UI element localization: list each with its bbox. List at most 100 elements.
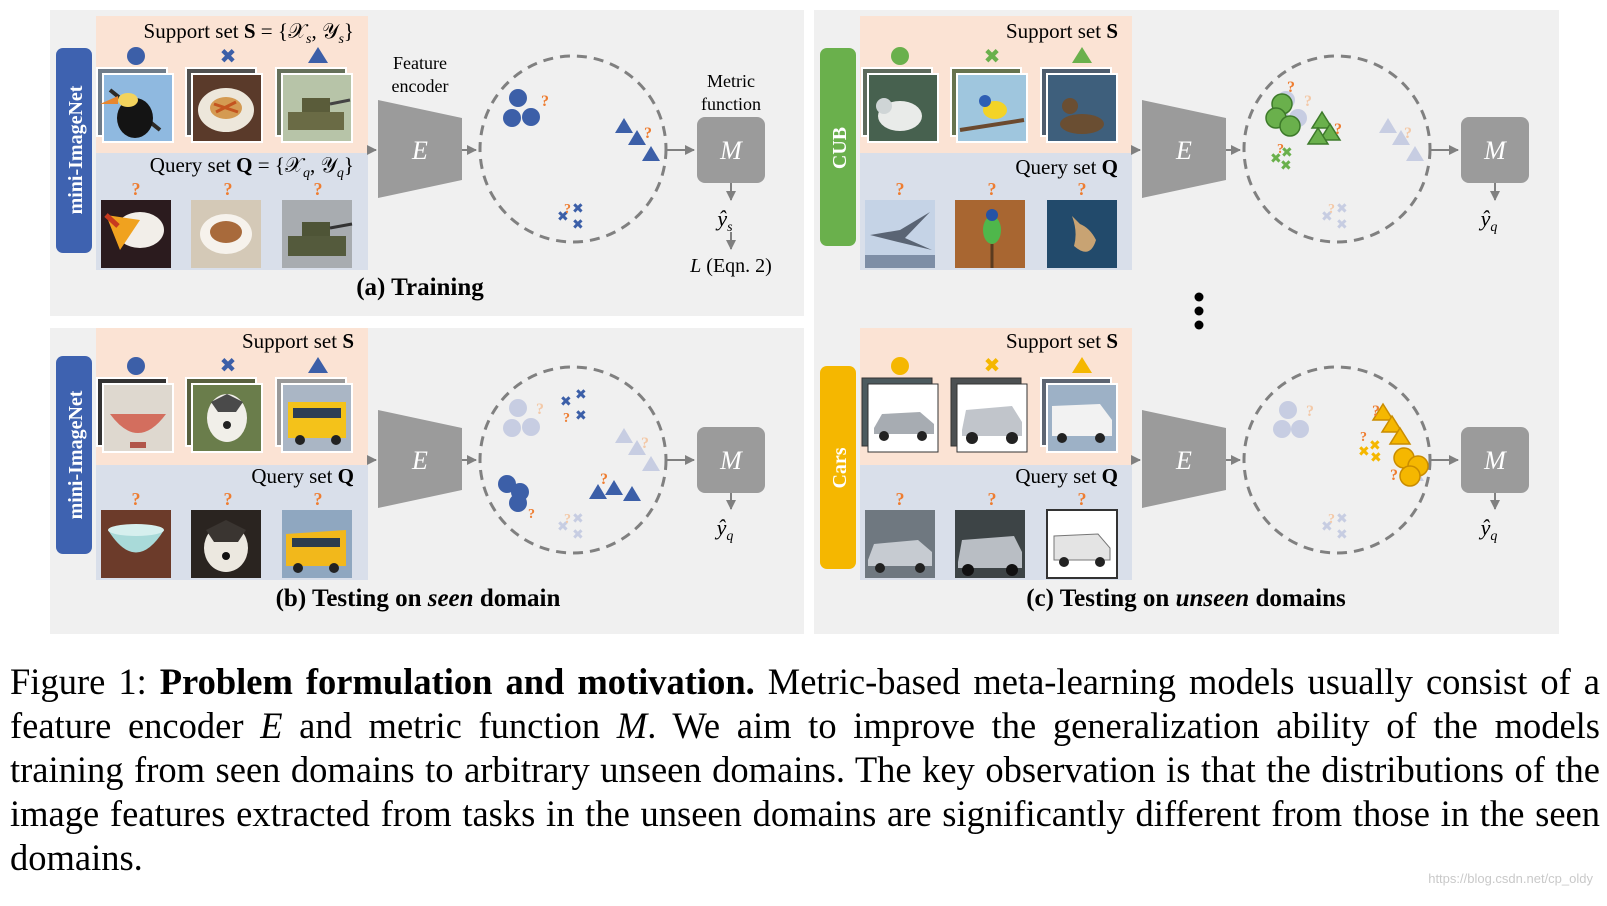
feature-cross-marker: ✖ [1281,146,1293,161]
class-circle-icon [891,357,909,375]
question-icon: ? [896,489,905,509]
watermark: https://blog.csdn.net/cp_oldy [1428,871,1593,886]
faded-circle-marker [522,418,540,436]
unseen-diagram: CUB Support set S ✖ Query set Q ? ? [820,16,1529,612]
feature-triangle-marker [623,486,641,501]
support-image-duck [1040,67,1118,143]
feature-circle-marker [503,109,521,127]
faded-triangle-marker [1379,118,1397,133]
cars-support-label: Support set S [1006,329,1118,353]
feature-triangle-marker [642,146,660,161]
seen-diagram: mini-ImageNet Support set S ✖ Query se [56,328,765,612]
feature-circle-marker [509,494,527,512]
encoder-trapezoid [1142,410,1226,508]
question-icon: ? [314,179,323,199]
question-icon: ? [1078,489,1087,509]
metric-label: Metric [707,71,755,91]
question-icon: ? [896,179,905,199]
encoder-trapezoid [378,100,462,198]
loss-label: L (Eqn. 2) [689,255,772,277]
ellipsis-dot [1194,320,1204,330]
support-image-bowl [96,377,174,453]
seen-caption: (b) Testing on seen domain [276,585,561,612]
feature-triangle-marker [1318,122,1342,141]
cars-query-label: Query set Q [1015,464,1118,488]
query-image-silver-car [865,510,935,578]
support-image-tank [275,67,353,143]
feature-triangle-marker [589,484,607,499]
query-image-soup [191,200,261,268]
support-image-suv [950,377,1028,453]
query-image-suv [955,510,1025,578]
feature-triangle-marker [1380,414,1404,433]
encoder-trapezoid [1142,100,1226,198]
support-image-bus [275,377,353,453]
question-icon: ? [563,411,570,426]
feature-triangle-marker [1306,126,1330,145]
question-icon: ? [641,435,649,452]
query-image-husky [191,510,261,578]
feature-triangle-marker [1310,110,1334,129]
cub-query-label: Query set Q [1015,155,1118,179]
figure-caption: Figure 1: Problem formulation and motiva… [10,660,1600,880]
caption-text-1: Metric-based meta-learning models usuall… [10,661,1600,746]
question-icon: ? [1404,125,1412,142]
prediction-label: ŷq [715,515,734,544]
question-icon: ? [564,512,571,527]
support-image-husky [185,377,263,453]
faded-triangle-marker [642,456,660,471]
ellipsis-dot [1194,306,1204,316]
question-icon: ? [1306,403,1314,420]
faded-cross-marker: ✖ [572,512,584,527]
question-icon: ? [1372,403,1380,420]
faded-cross-marker: ✖ [557,520,569,535]
class-triangle-icon [308,357,328,373]
support-image-van [1040,377,1118,453]
question-icon: ? [1328,202,1335,217]
ellipsis-dot [1194,292,1204,302]
metric-symbol: M [1483,446,1507,475]
encoder-symbol: E [411,136,428,165]
metric-label-line2: function [701,94,761,114]
encoder-symbol: E [411,446,428,475]
caption-title: Problem formulation and motivation. [159,661,755,702]
feature-cross-marker: ✖ [575,409,587,424]
faded-circle-marker [509,399,527,417]
training-diagram: mini-ImageNet Support set S = {𝒳s, 𝒴s} ✖ [56,16,772,301]
question-icon: ? [1328,512,1335,527]
faded-triangle-marker [628,440,646,455]
encoder-symbol: E [1175,136,1192,165]
feature-cross-marker: ✖ [1369,439,1381,454]
faded-triangle-marker [1406,146,1424,161]
faded-circle-marker [1279,401,1297,419]
feature-triangle-marker [605,480,623,495]
feature-cross-marker: ✖ [572,202,584,217]
query-image-toucan [101,200,171,268]
question-icon: ? [224,489,233,509]
feature-cross-marker: ✖ [575,388,587,403]
faded-cross-marker: ✖ [1336,202,1348,217]
support-image-bird-white [861,67,939,143]
question-icon: ? [988,489,997,509]
metric-symbol: M [719,446,743,475]
unseen-caption: (c) Testing on unseen domains [1026,585,1346,612]
support-image-bird-green [950,67,1028,143]
feature-circle-marker [498,475,516,493]
cars-domain-label: Cars [829,447,851,488]
faded-circle-marker [503,419,521,437]
seen-domain-label: mini-ImageNet [65,390,87,519]
faded-cross-marker: ✖ [1336,528,1348,543]
class-triangle-icon [308,47,328,63]
question-icon: ? [1360,430,1367,445]
class-triangle-icon [1072,47,1092,63]
question-icon: ? [224,179,233,199]
feature-cross-marker: ✖ [560,395,572,410]
class-triangle-icon [1072,357,1092,373]
faded-circle-marker [1291,420,1309,438]
query-image-grebe [1047,200,1117,268]
feature-cross-marker: ✖ [572,218,584,233]
query-image-tank [282,200,353,268]
question-icon: ? [528,507,535,522]
prediction-label: ŷq [1479,515,1498,544]
faded-cross-marker: ✖ [1321,520,1333,535]
